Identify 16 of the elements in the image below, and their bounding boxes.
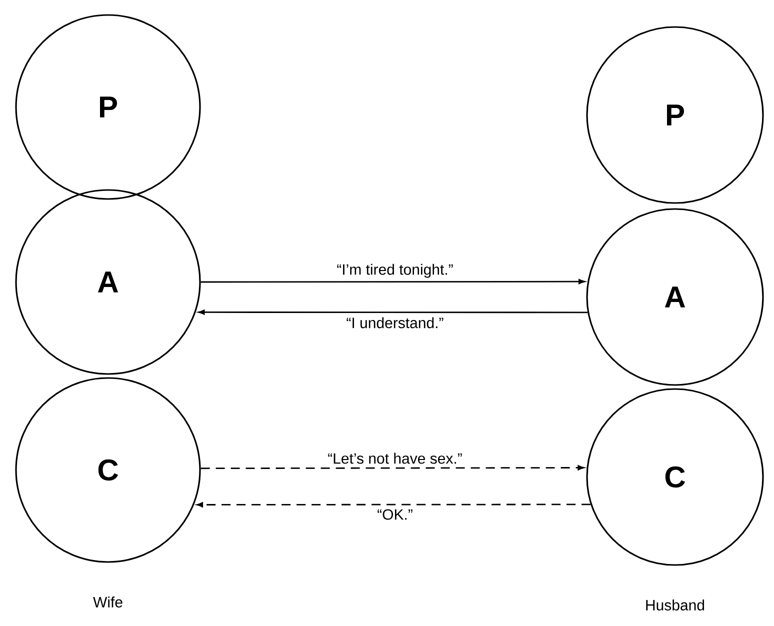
arrow (198, 310, 588, 315)
circle-node: P (15, 14, 201, 200)
arrow (200, 465, 584, 470)
edge-label: “OK.” (376, 508, 414, 521)
circle-node: C (586, 388, 764, 566)
circle-node: P (586, 26, 764, 204)
caption-label: Husband (646, 599, 704, 610)
caption-label: Wife (93, 596, 122, 608)
circle-node: C (15, 377, 201, 563)
edge-label: “I understand.” (345, 316, 445, 330)
edge-label: “Let’s not have sex.” (326, 452, 464, 465)
circle-node: A (586, 208, 764, 386)
arrow (200, 279, 586, 284)
arrow (196, 502, 591, 508)
circle-node: A (15, 189, 201, 375)
edge-label: “I’m tired tonight.” (336, 262, 454, 279)
